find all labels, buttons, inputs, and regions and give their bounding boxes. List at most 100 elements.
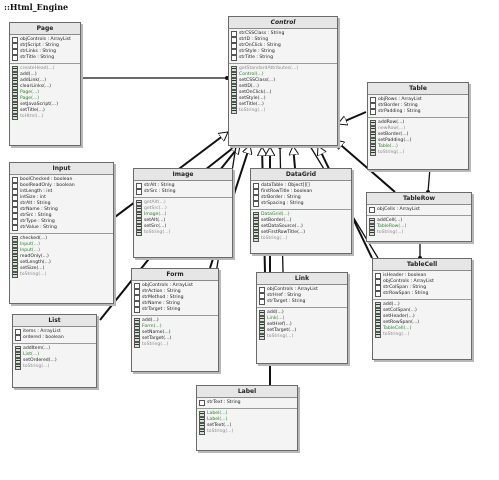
method-label: checked(...)	[20, 236, 47, 242]
attribute-label: objCells : ArrayList	[377, 207, 420, 213]
field-icon	[12, 43, 18, 49]
method-icon	[199, 429, 205, 435]
class-datagrid[interactable]: DataGrid dataTable : Object[][]firstRowT…	[250, 168, 352, 254]
method-icon	[259, 310, 265, 316]
method-icon	[231, 78, 237, 84]
attribute-label: strLinks : String	[20, 49, 57, 55]
attribute-row: strBorder : String	[253, 195, 349, 201]
attribute-row: strTitle : String	[231, 55, 335, 61]
attribute-row: strCSSClass : String	[231, 31, 335, 37]
method-label: readOnly(...)	[20, 254, 49, 260]
method-label: clearLinks(...)	[20, 84, 52, 90]
class-title: Label	[197, 386, 297, 398]
method-label: Image(...)	[144, 212, 167, 218]
field-icon	[12, 37, 18, 43]
method-icon	[15, 346, 21, 352]
method-label: setTitle(...)	[20, 108, 45, 114]
method-label: setLength(...)	[20, 260, 51, 266]
method-label: setOnClick(...)	[239, 90, 272, 96]
method-row: Input(...)	[12, 248, 111, 254]
attribute-label: strTitle : String	[239, 55, 274, 61]
attribute-label: objControls : ArrayList	[142, 283, 193, 289]
method-label: setSrc(...)	[144, 224, 167, 230]
class-title: Link	[257, 273, 347, 285]
method-row: setAlt(...)	[136, 218, 230, 224]
method-icon	[370, 150, 376, 156]
attribute-label: boolChecked : boolean	[20, 177, 73, 183]
method-row: add(...)	[134, 318, 216, 324]
method-icon	[12, 96, 18, 102]
method-icon	[375, 332, 381, 338]
field-icon	[369, 207, 375, 213]
attribute-row: strSpacing : String	[253, 201, 349, 207]
methods: createHead(...)add(...)addLink(...)clear…	[10, 64, 80, 122]
method-row: setJavaScript(...)	[12, 102, 78, 108]
method-row: clearLinks(...)	[12, 84, 78, 90]
class-tablerow[interactable]: TableRow objCells : ArrayList addCell(..…	[366, 192, 472, 242]
method-label: setBorder(...)	[378, 132, 409, 138]
method-icon	[231, 108, 237, 114]
class-label[interactable]: Label strText : String Label(...)Label(.…	[196, 385, 298, 451]
field-icon	[12, 213, 18, 219]
methods: add(...)Form(...)setName(...)setTarget(.…	[132, 316, 218, 350]
field-icon	[370, 103, 376, 109]
methods: DataGrid(...)setBorder(...)setDataSource…	[251, 210, 351, 244]
attribute-label: strSrc : String	[20, 213, 52, 219]
method-row: setSrc(...)	[136, 224, 230, 230]
method-icon	[231, 96, 237, 102]
method-label: setAlt(...)	[144, 218, 166, 224]
method-label: TableRow(...)	[377, 224, 407, 230]
method-row: setHeader(...)	[375, 314, 469, 320]
method-icon	[12, 114, 18, 120]
method-icon	[199, 411, 205, 417]
method-icon	[136, 206, 142, 212]
attribute-row: objControls : ArrayList	[12, 37, 78, 43]
method-icon	[369, 224, 375, 230]
method-icon	[12, 254, 18, 260]
method-row: Link(...)	[259, 316, 345, 322]
edge-tablerow-control	[335, 139, 396, 193]
class-title: List	[13, 315, 96, 327]
method-label: createHead(...)	[20, 66, 55, 72]
method-label: toString(...)	[144, 230, 171, 236]
attribute-row: items : ArrayList	[15, 329, 94, 335]
attribute-row: strValue : String	[12, 225, 111, 231]
method-label: setOrdered(...)	[23, 358, 57, 364]
attribute-row: objCells : ArrayList	[369, 207, 469, 213]
method-label: Label(...)	[207, 411, 228, 417]
attribute-row: objRows : ArrayList	[370, 97, 466, 103]
diagram-title: ::Html_Engine	[4, 2, 69, 12]
method-label: Link(...)	[267, 316, 285, 322]
methods: add(...)Link(...)setHref(...)setTarget(.…	[257, 308, 347, 342]
method-label: setSize(...)	[20, 266, 45, 272]
methods: getAlt(...)getSrc(...)Image(...)setAlt(.…	[134, 198, 232, 238]
method-icon	[231, 66, 237, 72]
method-icon	[12, 236, 18, 242]
method-label: setFirstRowTitle(...)	[261, 230, 306, 236]
attribute-label: strText : String	[207, 400, 241, 406]
method-row: setPadding(...)	[370, 138, 466, 144]
method-label: addCell(...)	[377, 218, 403, 224]
method-label: setRowSpan(...)	[383, 320, 420, 326]
method-icon	[199, 417, 205, 423]
class-title: Form	[132, 269, 218, 281]
method-icon	[15, 358, 21, 364]
method-icon	[259, 334, 265, 340]
attribute-row: strRowSpan : String	[375, 291, 469, 297]
method-row: toString(...)	[369, 230, 469, 236]
method-label: getAlt(...)	[144, 200, 166, 206]
method-label: Input(...)	[20, 242, 40, 248]
method-label: DataGrid(...)	[261, 212, 290, 218]
edge-datagrid-control	[293, 146, 295, 169]
